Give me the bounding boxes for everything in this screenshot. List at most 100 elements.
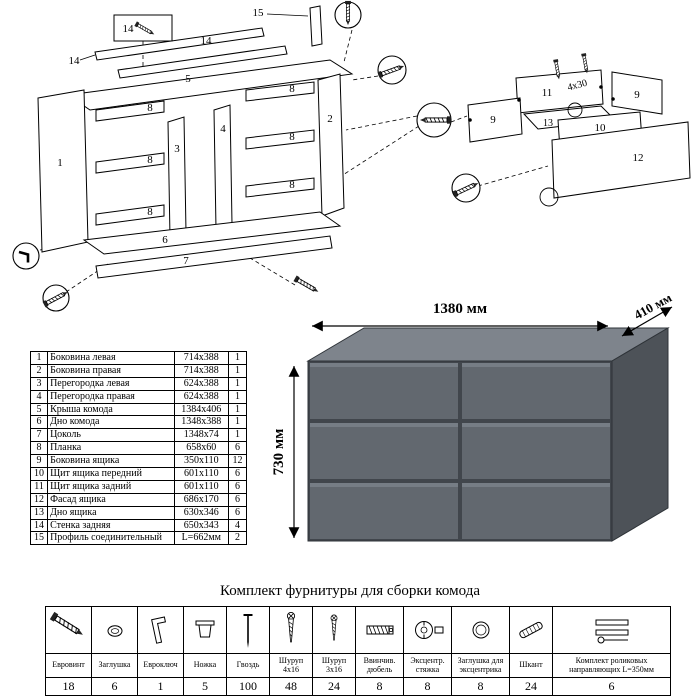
hardware-qty: 48 bbox=[269, 677, 313, 696]
drawer-front bbox=[310, 483, 458, 539]
hardware-callout-box: 14 bbox=[113, 14, 173, 42]
part-name: Крыша комода bbox=[47, 402, 175, 417]
cam-lock-icon bbox=[414, 621, 443, 639]
screw-icon bbox=[286, 611, 296, 643]
part-qty: 1 bbox=[227, 415, 248, 430]
label-part-10: 10 bbox=[595, 122, 607, 134]
part-qty: 6 bbox=[227, 479, 248, 494]
joint-markers bbox=[468, 85, 615, 207]
hardware-name: Заглушка bbox=[91, 653, 138, 678]
part-slat bbox=[245, 177, 315, 198]
part-qty: 1 bbox=[227, 402, 248, 417]
part-slat bbox=[95, 204, 165, 226]
part-back-slat bbox=[94, 27, 265, 61]
label-part-15: 15 bbox=[253, 7, 265, 19]
dresser-side-face bbox=[611, 327, 669, 542]
height-dimension-label: 730 мм bbox=[271, 429, 287, 476]
part-size: 1348x74 bbox=[173, 428, 229, 443]
label-part-7: 7 bbox=[183, 255, 189, 267]
hardware-name: Гвоздь bbox=[226, 653, 270, 678]
hardware-icons-row bbox=[45, 606, 671, 654]
drawer-chamfer bbox=[462, 423, 610, 427]
part-number: 14 bbox=[29, 518, 49, 533]
width-dimension-label: 1380 мм bbox=[433, 301, 487, 317]
label-part-11: 11 bbox=[542, 87, 553, 99]
part-name: Перегородка левая bbox=[47, 376, 175, 391]
drawer-chamfer bbox=[462, 363, 610, 367]
drawer-chamfer bbox=[462, 483, 610, 487]
hardware-names-row: Евровинт Заглушка Евроключ Ножка Гвоздь … bbox=[45, 653, 671, 678]
part-qty: 12 bbox=[227, 454, 248, 469]
label-part-8: 8 bbox=[289, 179, 295, 191]
drawer-front bbox=[310, 423, 458, 479]
hardware-qty: 8 bbox=[451, 677, 510, 696]
screw-icon bbox=[292, 275, 321, 296]
drawer-front bbox=[462, 483, 610, 539]
label-part-8: 8 bbox=[289, 83, 295, 95]
drawer-fronts bbox=[310, 363, 610, 539]
label-part-5: 5 bbox=[185, 73, 191, 85]
hardware-name: Заглушка для эксцентрика bbox=[451, 653, 510, 678]
hardware-qty: 5 bbox=[183, 677, 227, 696]
hardware-qty: 8 bbox=[403, 677, 452, 696]
label-part-8: 8 bbox=[147, 206, 153, 218]
hardware-qty: 18 bbox=[45, 677, 92, 696]
hardware-callouts bbox=[12, 0, 590, 312]
part-name: Боковина левая bbox=[47, 351, 175, 365]
part-number: 6 bbox=[29, 415, 49, 430]
part-size: 658x60 bbox=[173, 441, 229, 456]
hardware-name: Эксцентр. стяжка bbox=[403, 653, 452, 678]
part-number: 9 bbox=[29, 454, 49, 469]
part-back-slat bbox=[117, 45, 288, 79]
screw-icon bbox=[330, 614, 338, 641]
part-qty: 1 bbox=[227, 363, 248, 378]
hex-key-icon bbox=[150, 616, 166, 644]
hardware-qty: 6 bbox=[552, 677, 671, 696]
part-name: Профиль соединительный bbox=[47, 531, 175, 546]
part-number: 13 bbox=[29, 505, 49, 520]
wood-dowel-icon bbox=[519, 621, 543, 639]
part-size: 650x343 bbox=[173, 518, 229, 533]
part-name: Цоколь bbox=[47, 428, 175, 443]
part-bottom-panel bbox=[82, 211, 342, 255]
part-left-partition bbox=[167, 116, 187, 239]
label-part-4: 4 bbox=[220, 123, 226, 135]
euro-screw-icon bbox=[48, 611, 86, 640]
hardware-qty: 6 bbox=[91, 677, 138, 696]
part-left-side bbox=[37, 89, 89, 253]
label-part-12: 12 bbox=[633, 152, 644, 164]
screw-icon bbox=[580, 52, 590, 75]
part-drawer-side bbox=[467, 97, 523, 143]
part-number: 15 bbox=[29, 531, 49, 546]
cap-icon bbox=[107, 625, 122, 637]
part-size: 1348x388 bbox=[173, 415, 229, 430]
label-part-8: 8 bbox=[147, 154, 153, 166]
part-right-side bbox=[317, 73, 345, 217]
part-number: 1 bbox=[29, 351, 49, 365]
label-leaders bbox=[79, 13, 309, 61]
part-connecting-profile bbox=[309, 5, 323, 47]
hardware-name: Евровинт bbox=[45, 653, 92, 678]
hardware-name: Шуруп 3х16 bbox=[312, 653, 356, 678]
part-size: L=662мм bbox=[173, 531, 229, 546]
part-size: 630x346 bbox=[173, 505, 229, 520]
part-qty: 6 bbox=[227, 441, 248, 456]
part-drawer-side bbox=[611, 71, 663, 115]
part-name: Щит ящика задний bbox=[47, 479, 175, 494]
part-name: Фасад ящика bbox=[47, 492, 175, 507]
part-qty: 6 bbox=[227, 505, 248, 520]
part-qty: 4 bbox=[227, 518, 248, 533]
drawer-front bbox=[462, 423, 610, 479]
